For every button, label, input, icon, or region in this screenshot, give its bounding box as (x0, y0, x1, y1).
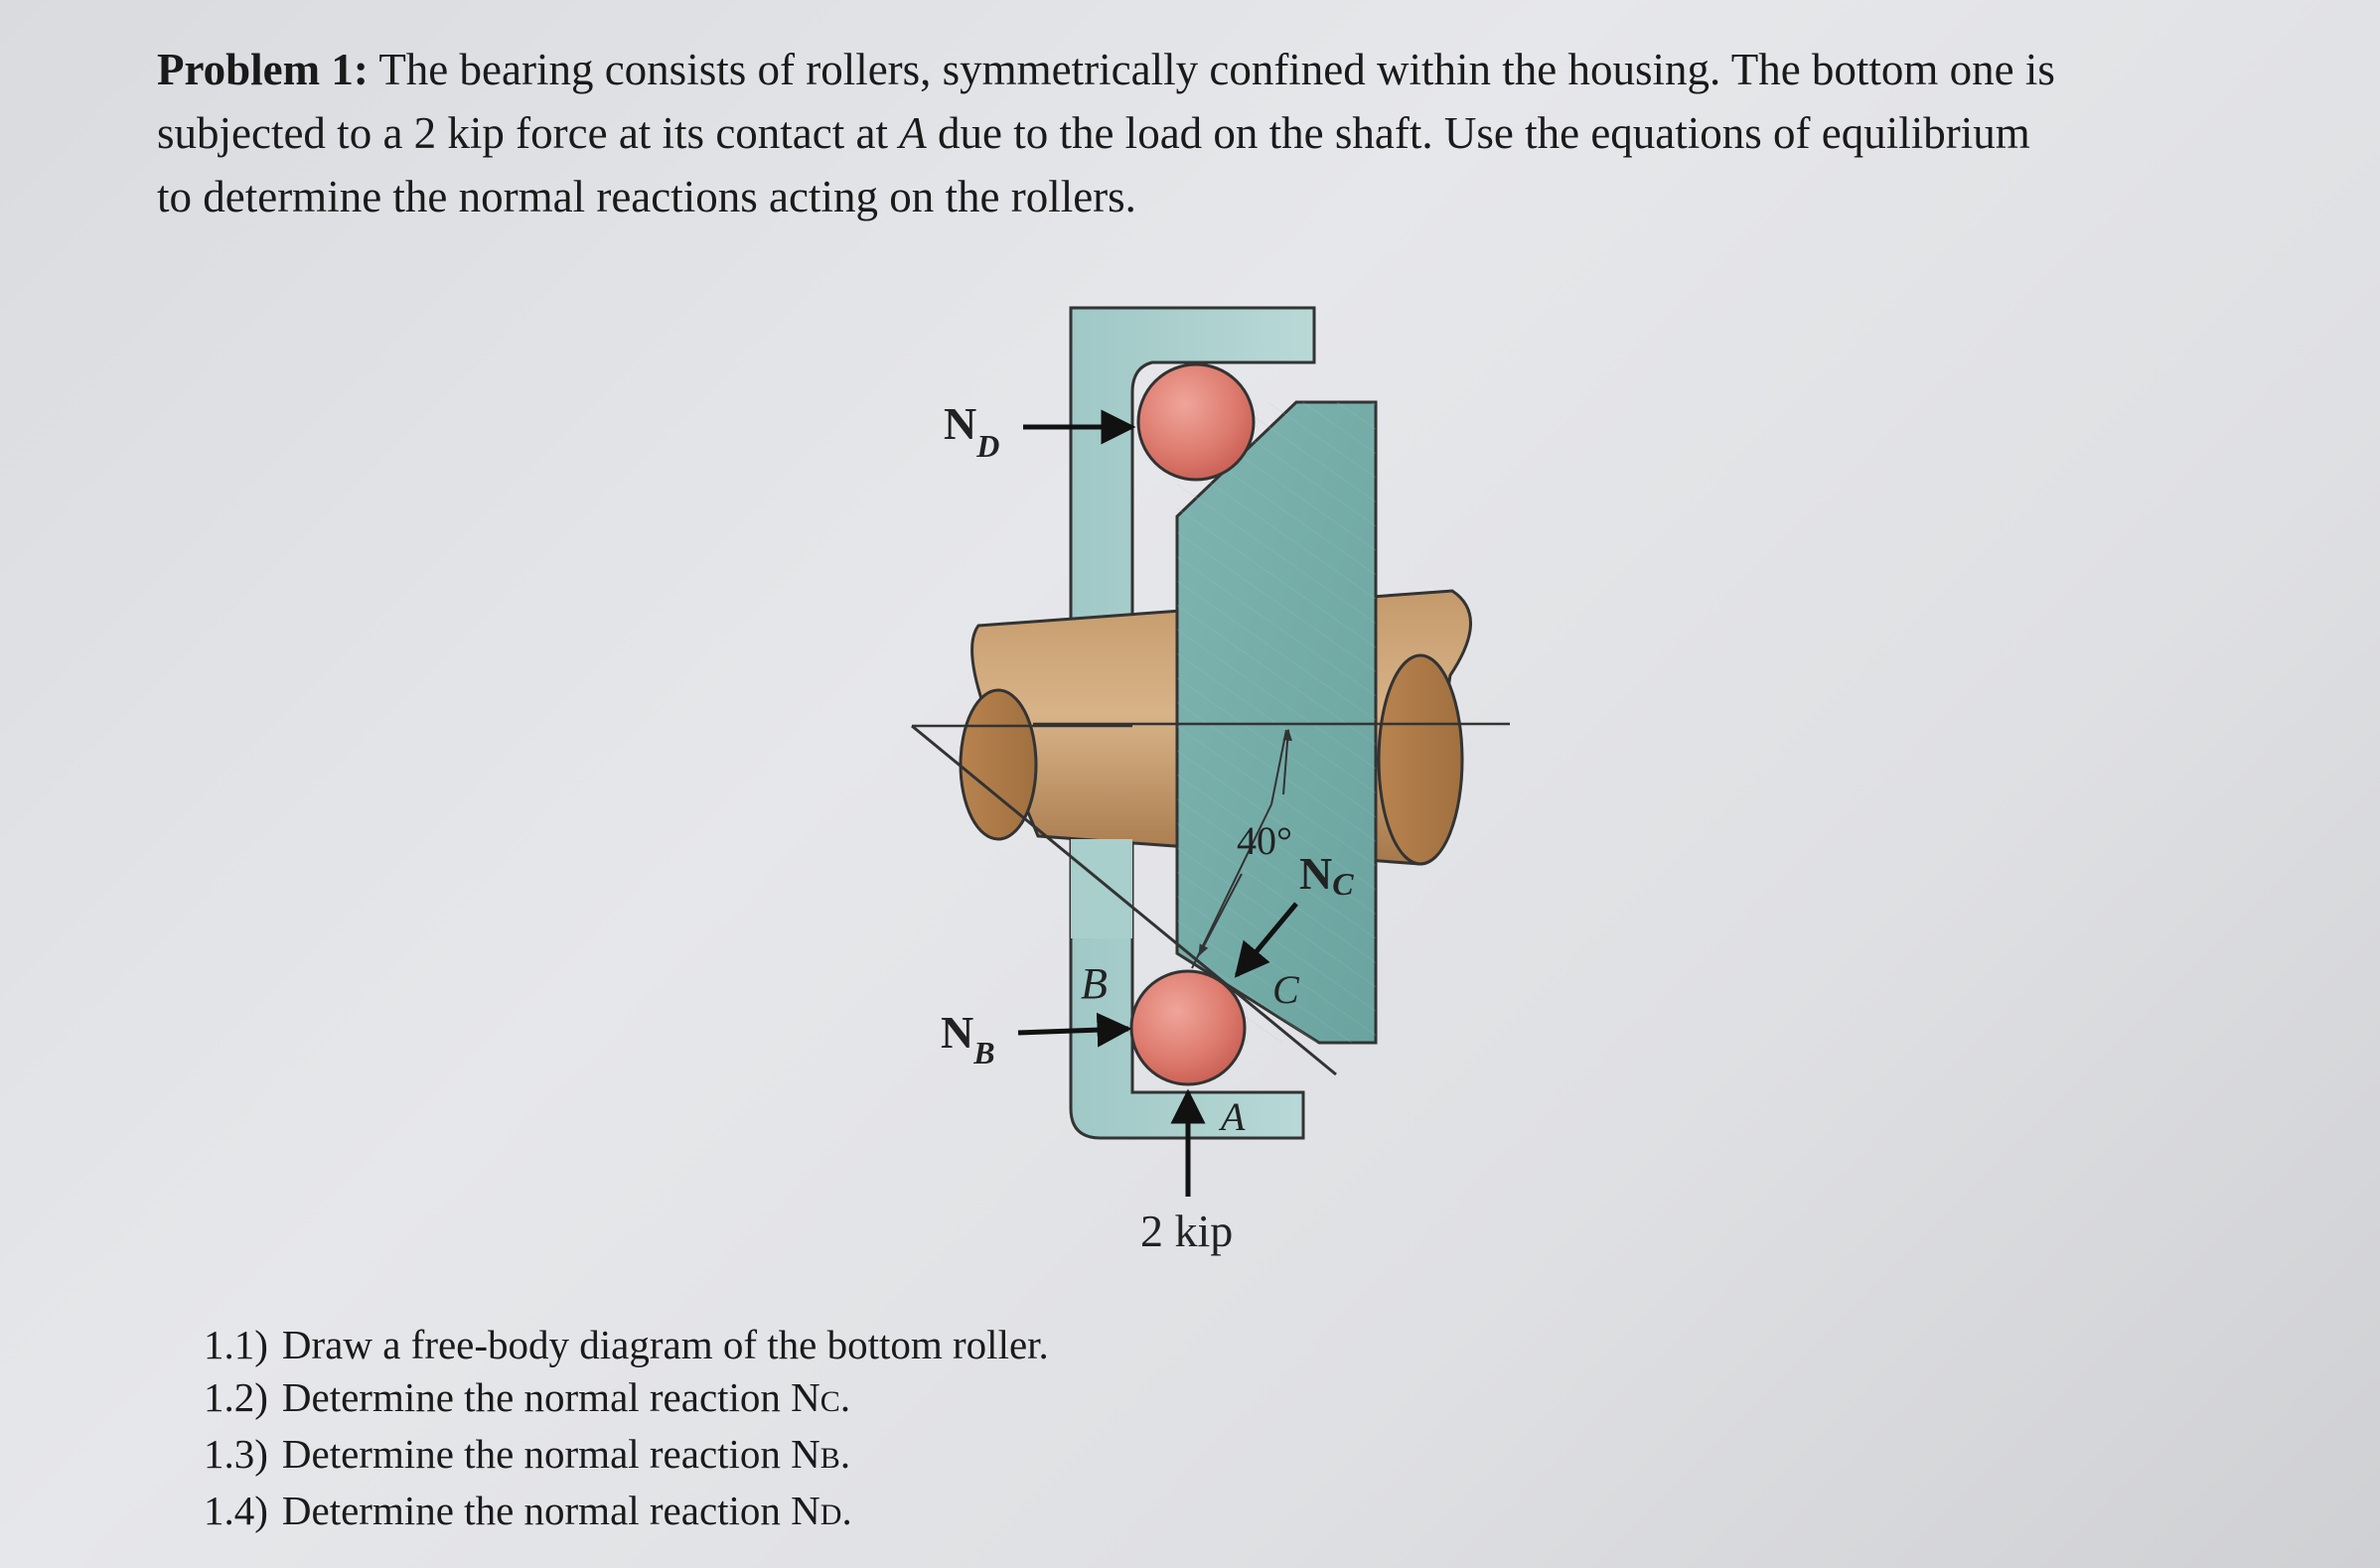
angle-ref-line-2 (1191, 803, 1272, 969)
label-angle: 40° (1237, 818, 1292, 863)
question-end: . (839, 1374, 851, 1420)
contact-line (911, 724, 1337, 1076)
question-list: 1.1) Draw a free-body diagram of the bott… (204, 1319, 1049, 1541)
angle-arrow-up (1282, 728, 1292, 795)
question-number: 1.4) (204, 1488, 268, 1533)
label-nc: NC (1299, 848, 1354, 902)
question-2: 1.2) Determine the normal reaction NC. (204, 1371, 1049, 1428)
label-force: 2 kip (1140, 1206, 1233, 1256)
angle-arrow-down (1198, 873, 1243, 957)
question-subscript: B (819, 1442, 840, 1475)
label-a: A (1218, 1094, 1246, 1139)
problem-text-1: The bearing consists of rollers, symmetr… (378, 45, 2055, 94)
bottom-roller (1129, 969, 1247, 1086)
problem-line-3: to determine the normal reactions acting… (157, 165, 2243, 228)
label-c: C (1272, 967, 1300, 1012)
nc-arrow (1234, 902, 1298, 978)
top-roller (1136, 362, 1256, 482)
angle-ref-line (1270, 729, 1287, 805)
label-b: B (1081, 959, 1108, 1008)
question-end: . (839, 1431, 851, 1477)
question-text: Determine the normal reaction N (281, 1374, 820, 1420)
problem-text-2b: due to the load on the shaft. Use the eq… (937, 108, 2030, 158)
question-number: 1.3) (204, 1431, 268, 1477)
question-number: 1.1) (204, 1322, 268, 1367)
question-subscript: C (819, 1385, 840, 1418)
question-subscript: D (819, 1498, 842, 1531)
shaft-right-end (1377, 653, 1464, 866)
question-text: Determine the normal reaction N (281, 1431, 820, 1477)
question-1: 1.1) Draw a free-body diagram of the bott… (204, 1319, 1049, 1371)
problem-text-2a: subjected to a 2 kip force at its contac… (157, 108, 888, 158)
question-end: . (841, 1488, 852, 1533)
problem-line-2: subjected to a 2 kip force at its contac… (157, 101, 2243, 165)
question-4: 1.4) Determine the normal reaction ND. (204, 1485, 1049, 1541)
problem-statement: Problem 1: The bearing consists of rolle… (157, 38, 2243, 228)
question-text: Draw a free-body diagram of the bottom r… (281, 1322, 1049, 1367)
problem-line-1: Problem 1: The bearing consists of rolle… (157, 38, 2243, 101)
nb-arrow (1017, 1012, 1132, 1048)
label-nb: NB (941, 1007, 995, 1070)
housing-lower-strip (1071, 839, 1132, 938)
point-a-ref: A (899, 108, 927, 158)
inner-race-hatch (1177, 402, 1376, 1043)
problem-text-3: to determine the normal reactions acting… (157, 172, 1136, 221)
question-text: Determine the normal reaction N (281, 1488, 820, 1533)
question-3: 1.3) Determine the normal reaction NB. (204, 1428, 1049, 1485)
question-number: 1.2) (204, 1374, 268, 1420)
label-nd: ND (944, 398, 999, 464)
problem-heading: Problem 1: (157, 45, 369, 94)
